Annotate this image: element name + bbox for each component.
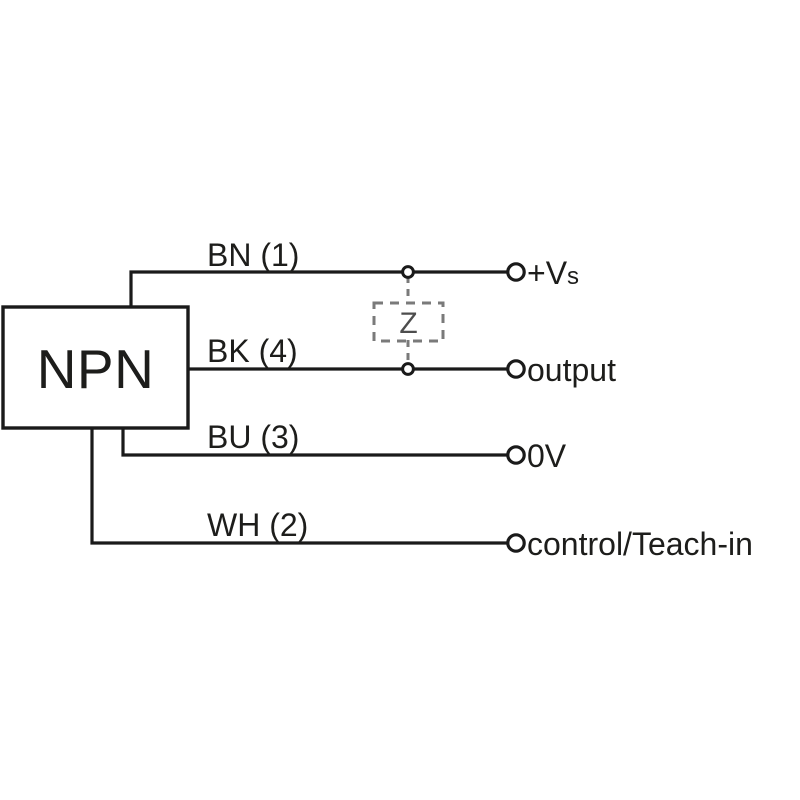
npn-device-box	[1, 305, 190, 430]
terminal-label-output: output	[527, 352, 616, 388]
wire-label-bu: BU (3)	[207, 419, 299, 455]
terminal-circle-0v[interactable]	[506, 445, 526, 465]
terminal-circle-control[interactable]	[506, 533, 526, 553]
wire-label-bk: BK (4)	[207, 333, 298, 369]
load-group: Z	[372, 276, 445, 365]
junction-node-output	[401, 362, 415, 376]
load-impedance-label: Z	[399, 307, 417, 340]
terminal-label-vs-sub: s	[567, 263, 579, 290]
terminal-label-0v: 0V	[527, 438, 567, 474]
wire-label-wh: WH (2)	[207, 507, 308, 543]
npn-device-label: NPN	[37, 338, 155, 400]
terminal-label-vs-group: +Vs	[527, 255, 579, 291]
terminal-circle-output[interactable]	[506, 359, 526, 379]
terminal-circle-vs[interactable]	[506, 262, 526, 282]
wire-path-wh	[90, 426, 510, 545]
wire-group-wh	[90, 426, 510, 545]
junction-node-vs	[401, 265, 415, 279]
wire-group-bu	[121, 426, 510, 457]
wire-group-bn	[129, 270, 510, 309]
load-impedance-box	[372, 301, 445, 343]
wire-label-bn: BN (1)	[207, 237, 299, 273]
wire-path-bn	[129, 270, 510, 309]
terminal-label-control: control/Teach-in	[527, 526, 753, 562]
terminal-label-vs: +Vs	[527, 255, 579, 291]
wire-path-bu	[121, 426, 510, 457]
terminal-label-vs-main: +V	[527, 255, 568, 291]
